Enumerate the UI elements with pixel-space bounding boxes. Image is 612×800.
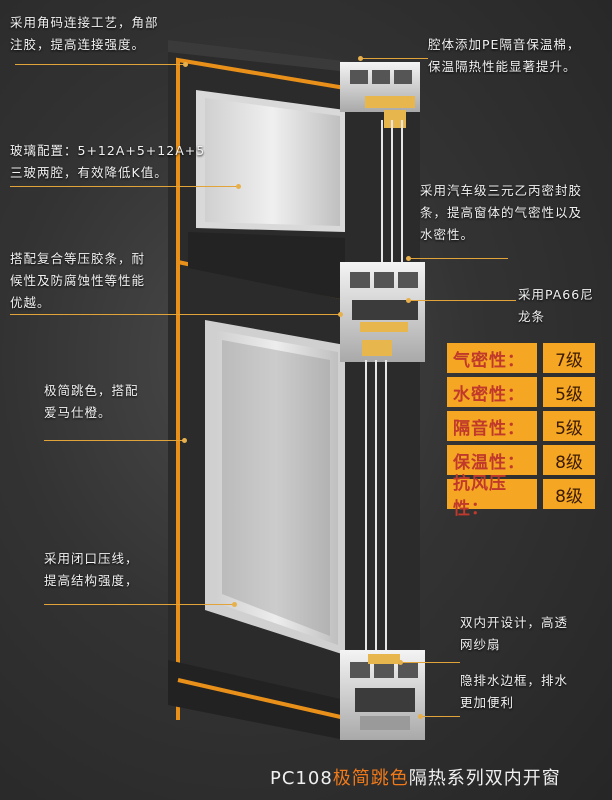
rating-value: 5级 [543, 411, 595, 441]
leader-dot [232, 602, 237, 607]
leader-line [44, 604, 234, 605]
note-corner-joint: 采用角码连接工艺，角部 注胶，提高连接强度。 [10, 15, 159, 52]
leader-line [408, 258, 508, 259]
title-rest: 隔热系列双内开窗 [408, 768, 561, 789]
rating-label: 气密性： [447, 343, 537, 373]
leader-line [360, 58, 428, 59]
triple-glass-lines [365, 120, 403, 650]
leader-dot [406, 298, 411, 303]
note-hidden-drain: 隐排水边框，排水 更加便利 [460, 673, 569, 710]
note-pa66: 采用PA66尼 龙条 [518, 287, 594, 324]
bottom-profile-section [340, 650, 425, 740]
note-epdm-seal: 采用汽车级三元乙丙密封胶 条，提高窗体的气密性以及 水密性。 [420, 183, 583, 242]
leader-dot [236, 184, 241, 189]
leader-line [400, 662, 460, 663]
rating-row: 抗风压性： 8级 [447, 474, 597, 519]
product-title: PC108极简跳色隔热系列双内开窗 [270, 764, 561, 790]
rating-label: 抗风压性： [447, 474, 537, 519]
orange-stripe [176, 57, 346, 720]
rating-value: 7级 [543, 343, 595, 373]
title-highlight: 极简跳色 [332, 768, 409, 789]
rating-label: 保温性： [447, 445, 537, 475]
note-glazing-bead: 采用闭口压线， 提高结构强度， [44, 551, 139, 588]
note-double-sash: 双内开设计，高透 网纱扇 [460, 615, 569, 652]
note-pe-foam: 腔体添加PE隔音保温棉， 保温隔热性能显著提升。 [428, 37, 581, 74]
leader-dot [358, 56, 363, 61]
performance-ratings: 气密性： 7级 水密性： 5级 隔音性： 5级 保温性： 8级 抗风压性： 8级 [447, 343, 597, 519]
model-number: PC108 [270, 768, 333, 789]
leader-line [420, 716, 460, 717]
leader-dot [338, 312, 343, 317]
note-glass-config: 玻璃配置：5+12A+5+12A+5 三玻两腔，有效降低K值。 [10, 143, 206, 180]
note-composite-seal: 搭配复合等压胶条，耐 候性及防腐蚀性等性能 优越。 [10, 251, 146, 310]
leader-dot [406, 256, 411, 261]
leader-line [10, 186, 238, 187]
rating-label: 隔音性： [447, 411, 537, 441]
leader-dot [183, 62, 188, 67]
note-color-scheme: 极简跳色，搭配 爱马仕橙。 [44, 383, 139, 420]
leader-line [408, 300, 516, 301]
rating-row: 隔音性： 5级 [447, 411, 597, 441]
rating-value: 8级 [543, 445, 595, 475]
rating-value: 5级 [543, 377, 595, 407]
rating-row: 水密性： 5级 [447, 377, 597, 407]
mid-profile-section [340, 262, 425, 362]
leader-dot [182, 438, 187, 443]
leader-line [10, 314, 340, 315]
leader-dot [418, 714, 423, 719]
top-profile-section [340, 62, 420, 128]
rating-value: 8级 [543, 479, 595, 509]
rating-row: 保温性： 8级 [447, 445, 597, 475]
leader-line [44, 440, 184, 441]
leader-dot [398, 660, 403, 665]
rating-label: 水密性： [447, 377, 537, 407]
leader-line [15, 64, 185, 65]
rating-row: 气密性： 7级 [447, 343, 597, 373]
transom [188, 232, 345, 300]
